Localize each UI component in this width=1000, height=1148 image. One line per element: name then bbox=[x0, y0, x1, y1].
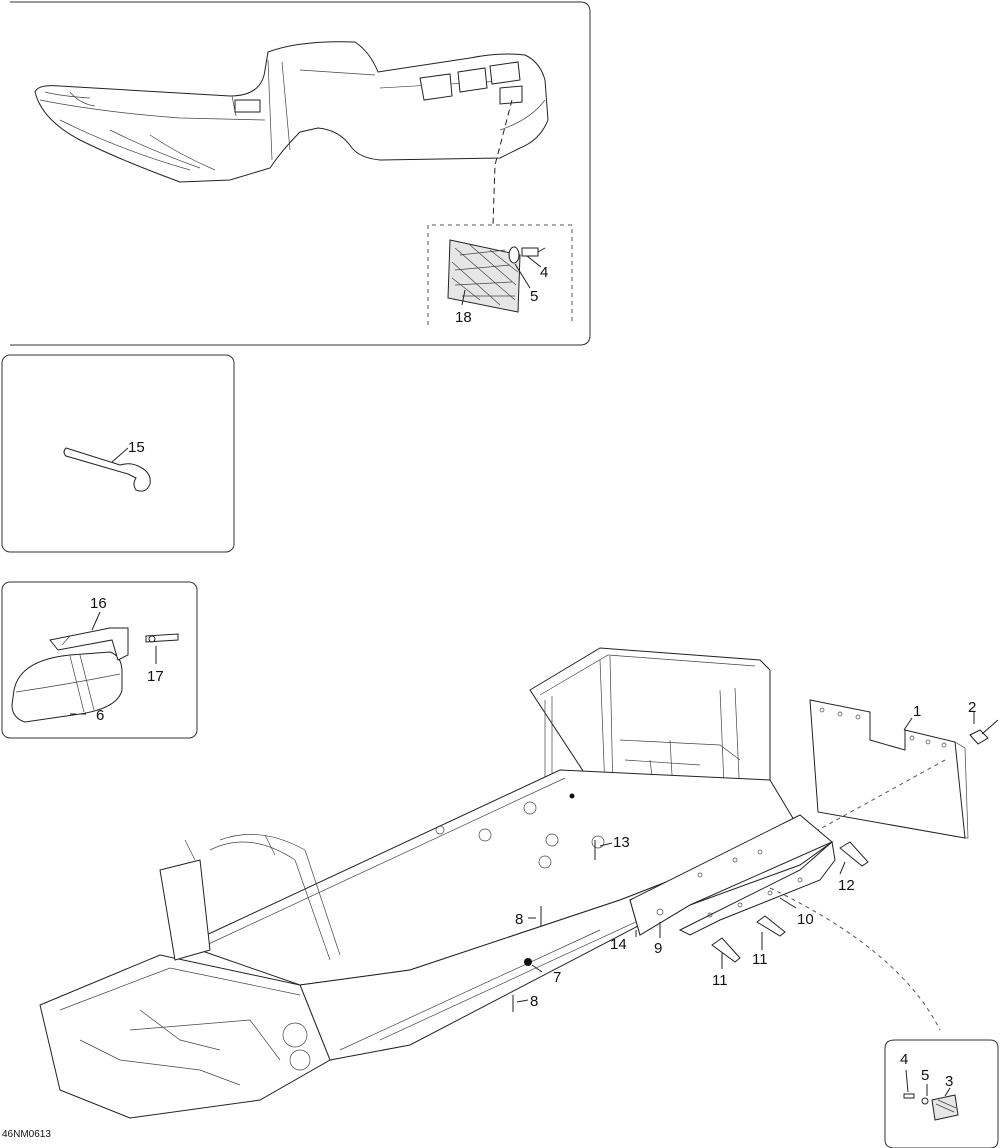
fastener-7 bbox=[524, 958, 532, 966]
rail-guard-9 bbox=[629, 814, 833, 936]
panel-wrench: 15 bbox=[1, 354, 235, 553]
callout-5-top: 5 bbox=[530, 288, 538, 305]
bracket-16 bbox=[49, 627, 129, 661]
panel-rear-reflector bbox=[884, 1039, 999, 1148]
rivet-2 bbox=[969, 719, 999, 745]
snowflap-1 bbox=[809, 699, 969, 839]
callout-10: 10 bbox=[797, 911, 814, 928]
callout-4-top: 4 bbox=[540, 264, 548, 281]
spanner-wrench-15 bbox=[63, 447, 151, 492]
callout-8-lower: 8 bbox=[530, 993, 538, 1010]
callout-labels: 1 2 13 8 7 8 14 9 10 11 11 12 4 5 3 bbox=[515, 699, 976, 1090]
rivets-11 bbox=[711, 915, 786, 963]
reflector-18 bbox=[447, 239, 521, 313]
callout-4-rear: 4 bbox=[900, 1051, 908, 1068]
drawing-code: 46NM0613 bbox=[2, 1129, 51, 1140]
reflector-3 bbox=[931, 1094, 959, 1121]
callout-7: 7 bbox=[553, 969, 561, 986]
hood-body-illustration bbox=[34, 41, 549, 183]
washer-5 bbox=[508, 246, 520, 264]
callout-11-right: 11 bbox=[752, 951, 768, 968]
callout-18: 18 bbox=[455, 309, 472, 326]
screw-4-rear bbox=[903, 1093, 915, 1099]
callout-5-rear: 5 bbox=[921, 1067, 929, 1084]
screw-4 bbox=[521, 247, 539, 257]
callout-14: 14 bbox=[610, 936, 627, 953]
callout-1: 1 bbox=[913, 703, 921, 720]
callout-3: 3 bbox=[945, 1073, 953, 1090]
callout-13: 13 bbox=[613, 834, 630, 851]
rail-guard-10 bbox=[678, 841, 836, 936]
callout-17: 17 bbox=[147, 668, 164, 685]
callout-9: 9 bbox=[654, 940, 662, 957]
callout-11-left: 11 bbox=[712, 972, 728, 989]
callout-2: 2 bbox=[968, 699, 976, 716]
washer-5-rear bbox=[921, 1097, 929, 1105]
panel-seat-bag: 16 17 6 bbox=[1, 581, 198, 739]
fastener-17 bbox=[145, 633, 179, 643]
seat-cushion-6 bbox=[11, 651, 123, 723]
callout-15: 15 bbox=[128, 439, 145, 456]
reflector-detail-box bbox=[427, 224, 573, 325]
callout-8-upper: 8 bbox=[515, 911, 523, 928]
callout-12: 12 bbox=[838, 877, 855, 894]
callout-16: 16 bbox=[90, 595, 107, 612]
rivet-12 bbox=[839, 841, 869, 867]
panel-body-reflector: 4 5 18 bbox=[10, 1, 591, 346]
callout-6: 6 bbox=[96, 707, 104, 724]
